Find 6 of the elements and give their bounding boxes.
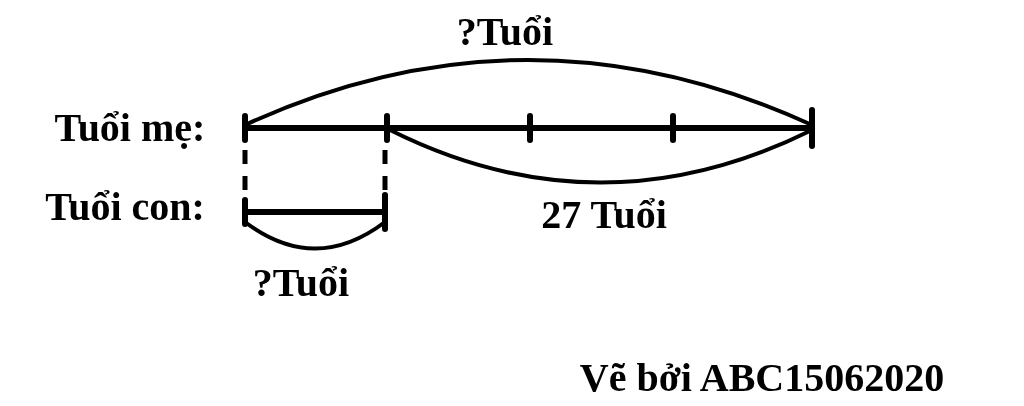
quantity-label: 27 Tuổi (541, 195, 667, 235)
row-label: Tuổi con: (45, 187, 205, 227)
credit-text: Vẽ bởi ABC15062020 (579, 358, 945, 398)
row-label: Tuổi mẹ: (54, 108, 206, 148)
quantity-label: ?Tuổi (252, 263, 350, 303)
quantity-label: ?Tuổi (456, 12, 554, 52)
